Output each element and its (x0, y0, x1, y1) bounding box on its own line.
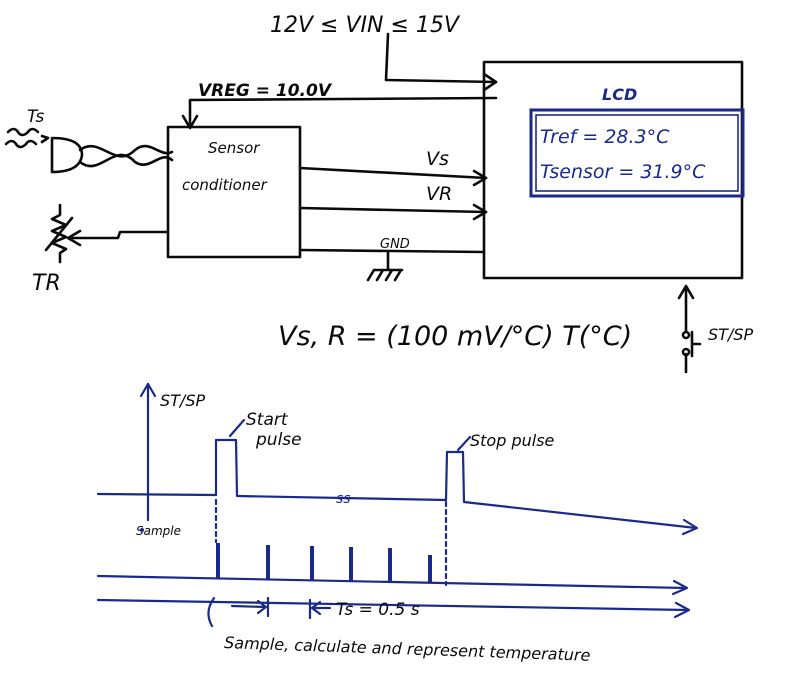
vr-arrow (472, 203, 488, 221)
period-arrow-right (310, 600, 332, 616)
thermocouple-wire-a (78, 144, 174, 158)
supply-arrow (482, 72, 498, 92)
sample-dot (140, 528, 144, 532)
ts-label: Ts (27, 107, 44, 127)
vs-wire (298, 166, 488, 180)
tr-arrow (66, 229, 82, 247)
time-axis (96, 598, 690, 612)
timing-axis-arrow (139, 382, 157, 398)
sensor-box-line2: conditioner (182, 176, 268, 194)
sample-label: Sample (136, 524, 181, 538)
period-label: Ts = 0.5 s (336, 600, 420, 620)
st-sp-trace (96, 438, 698, 530)
lcd-display-inner (535, 114, 739, 192)
heat-arrow (40, 134, 50, 144)
period-arrow-left (230, 599, 268, 615)
sensor-box-line1: Sensor (208, 139, 260, 157)
vreg-wire (188, 96, 498, 128)
lcd-display (529, 108, 745, 198)
start-pulse-pointer (228, 418, 246, 438)
time-axis-arrow (673, 601, 691, 619)
vs-label: Vs (426, 148, 449, 170)
switch-arrow (677, 284, 695, 300)
switch-lever (690, 330, 702, 358)
caption-bracket (207, 596, 216, 628)
lcd-title: LCD (602, 85, 637, 104)
switch-label: ST/SP (708, 325, 753, 344)
vr-wire (298, 206, 488, 214)
sensor-conditioner-box (166, 125, 302, 259)
sample-axis-arrow (671, 579, 689, 596)
lcd-line1: Tref = 28.3°C (540, 126, 670, 148)
sample-pulses (216, 543, 432, 583)
supply-label: 12V ≤ VIN ≤ 15V (270, 13, 461, 38)
thermocouple-tip (50, 136, 84, 174)
heat-wave-1 (6, 127, 40, 137)
caption: Sample, calculate and represent temperat… (224, 633, 591, 665)
thermocouple-wire-b (78, 153, 174, 168)
vreg-label: VREG = 10.0V (198, 81, 333, 101)
lcd-line2: Tsensor = 31.9°C (540, 161, 706, 183)
start-pulse-label-1: Start (246, 410, 289, 430)
st-sp-axis-arrow (681, 518, 699, 536)
break-mark: ss (336, 491, 351, 507)
period-ticks (266, 596, 312, 620)
equation: Vs, R = (100 mV/°C) T(°C) (278, 321, 632, 352)
supply-wire (384, 32, 498, 84)
tr-wire (68, 230, 170, 240)
start-pulse-label-2: pulse (255, 430, 302, 450)
gnd-wire (298, 248, 486, 254)
gnd-label: GND (380, 237, 410, 252)
heat-wave-2 (4, 139, 38, 149)
stop-pulse-label: Stop pulse (470, 431, 555, 450)
stop-pulse-pointer (456, 435, 472, 452)
vr-label: VR (426, 183, 452, 205)
thermistor-slash (44, 216, 74, 252)
timing-axis-label: ST/SP (160, 391, 205, 410)
switch-contact-top (681, 330, 691, 340)
vs-arrow (472, 169, 488, 187)
ground-symbol (366, 250, 404, 282)
tr-label: TR (32, 271, 61, 296)
switch-contact-bottom (681, 347, 691, 357)
